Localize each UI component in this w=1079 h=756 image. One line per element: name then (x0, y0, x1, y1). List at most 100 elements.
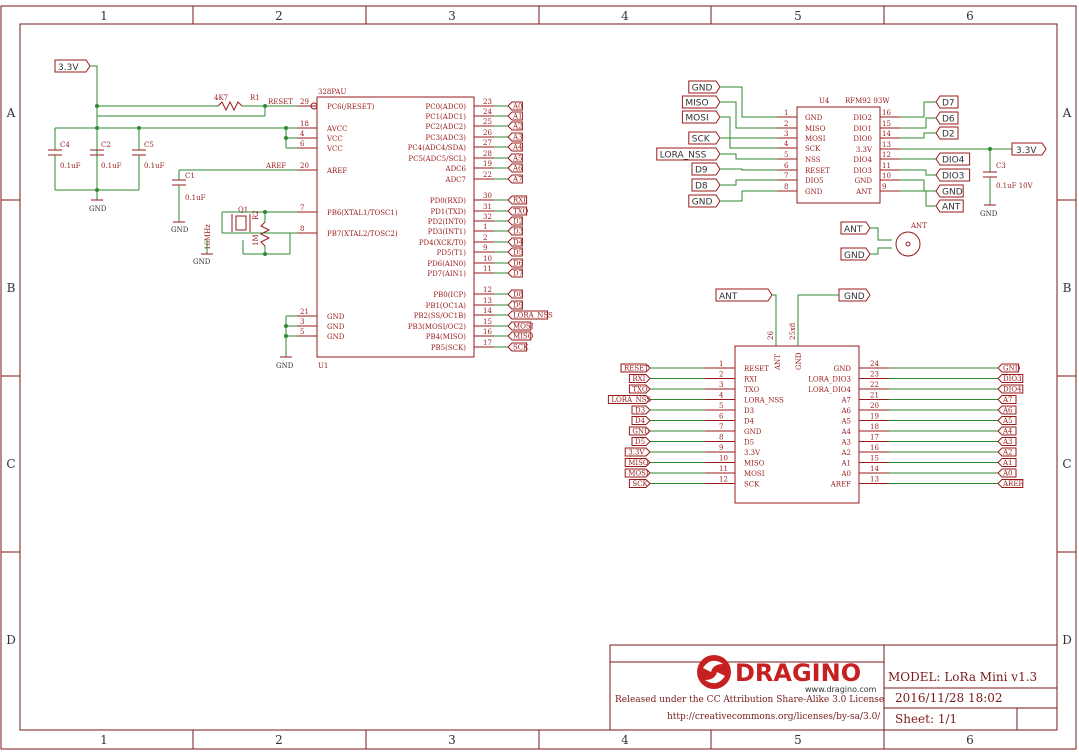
u1-net-flag-d2 (507, 216, 523, 226)
date-text: 2016/11/28 18:02 (895, 691, 1003, 705)
ant-flag-label: ANT (844, 225, 863, 235)
u1-pin-num-30: 30 (483, 192, 492, 200)
conn-net-label-dio4-22: DIO4 (1003, 386, 1022, 394)
u1-pin-num-28: 28 (483, 150, 492, 158)
u1-pin-label-10: PD6(AIN0) (427, 260, 466, 268)
u1-pin-num-9: 9 (483, 244, 487, 252)
conn-net-flag-a7-21 (997, 395, 1017, 404)
u1-pin-num-7: 7 (300, 204, 304, 212)
row-label-a-right: A (1062, 106, 1072, 120)
conn-net-label-a5-19: A5 (1002, 417, 1013, 425)
conn-net-flag-d3-5 (631, 405, 651, 415)
conn-pin-num-6: 6 (719, 413, 724, 421)
u1-pin-label-13: PB1(OC1A) (426, 302, 467, 310)
u1-net-flag-mosi (507, 321, 532, 331)
u4-net-label-d7-16: D7 (942, 99, 955, 109)
conn-net-flag-d4-6 (631, 416, 651, 425)
u4-net-label-gnd-10: GND (942, 188, 963, 198)
u1-net-label-a2: A2 (512, 123, 523, 131)
conn-net-label-d4-6: D4 (635, 417, 646, 425)
conn-pin-label-4: LORA_NSS (744, 397, 784, 405)
conn-net-flag-a0-14 (997, 468, 1017, 478)
conn-pin-num-22: 22 (870, 381, 879, 389)
conn-net-flag-a3-17 (997, 437, 1017, 446)
u4-net-flag-d6-15 (935, 111, 959, 125)
power-section: 3.3V 4K7 R1 RESET C4 0.1uF C2 0.1uF (48, 59, 297, 234)
u1-net-flag-lora-nss (507, 310, 549, 320)
conn-pin-label-21: A7 (840, 397, 851, 405)
r2-name: R2 (252, 210, 260, 220)
u1-net-label-a4: A4 (512, 144, 523, 152)
u4-net-flag-gnd-1 (688, 80, 721, 94)
dragino-logo: DRAGINO www.dragino.com (697, 655, 877, 694)
conn-net-flag-aref-13 (997, 479, 1024, 488)
conn-net-label-aref-13: AREF (1002, 480, 1023, 488)
u1-pin-label-8: PB7(XTAL2/TOSC2) (327, 230, 398, 238)
u1-right-pins: PC0(ADC0)23A0PC1(ADC1)24A1PC2(ADC2)25A2P… (408, 98, 553, 352)
q1-name: Q1 (238, 206, 248, 214)
conn-pin-label-19: A5 (840, 418, 851, 426)
u1-net-label-lora-nss: LORA_NSS (513, 312, 553, 320)
u4-pin-num-6: 6 (784, 162, 789, 170)
col-label-1: 1 (100, 9, 108, 23)
conn-net-flag-lora-nss-4 (607, 395, 651, 404)
c5-value: 0.1uF (144, 162, 165, 170)
u1-pin-label-1: PD3(INT1) (428, 228, 467, 236)
c3-name: C3 (996, 162, 1006, 170)
conn-net-flag-txo-3 (628, 384, 651, 394)
conn-net-flag-a6-20 (997, 405, 1017, 415)
u1-pin-label-5: GND (327, 333, 345, 341)
u4-net-flag-miso-2 (681, 95, 721, 109)
u1-pin-label-2: PD4(XCK/T0) (419, 239, 466, 247)
c4-value: 0.1uF (60, 162, 81, 170)
u1-pin-num-23: 23 (483, 98, 492, 106)
u1-net-flag-d6 (507, 258, 523, 268)
u1-net-flag-d7 (507, 268, 523, 278)
v33-net-label: 3.3V (58, 63, 79, 73)
c2-name: C2 (101, 141, 111, 149)
conn-net-label-a7-21: A7 (1002, 396, 1013, 404)
conn-net-flag-d5-8 (631, 437, 651, 446)
conn-pin-num-20: 20 (870, 402, 879, 410)
conn-pin-num-15: 15 (870, 455, 879, 463)
u1-pin-label-25: PC2(ADC2) (426, 123, 467, 131)
u1-left-pins: 29PC6(/RESET)18AVCC4VCC6VCC20AREF7PB6(XT… (297, 98, 398, 341)
u1-net-flag-a3 (507, 132, 523, 142)
conn-pin-num-11: 11 (719, 465, 728, 473)
conn-pin-num-4: 4 (719, 392, 724, 400)
conn-net-label-rxi-2: RXI (632, 375, 645, 383)
u1-pin-num-21: 21 (300, 308, 309, 316)
row-label-d: D (6, 633, 16, 647)
u1-net-label-a3: A3 (512, 134, 523, 142)
sheet-text: Sheet: 1/1 (895, 712, 957, 726)
conn-net-label-reset-1: RESET (624, 365, 649, 373)
r3-value: 1M (252, 234, 260, 246)
u1-net-label-d4: D4 (513, 239, 524, 247)
u1-pin-num-12: 12 (483, 286, 492, 294)
u1-pin-num-31: 31 (483, 203, 492, 211)
u4-pin-label-2: MISO (805, 125, 826, 133)
col-label-4-bottom: 4 (621, 733, 629, 747)
license-text: Released under the CC Attribution Share-… (615, 695, 884, 705)
conn-pin-num-16: 16 (870, 444, 879, 452)
conn-net-label-gnd-24: GND (1003, 365, 1021, 373)
gnd-label-c1: GND (171, 226, 189, 234)
u4-net-label-miso-2: MISO (685, 99, 708, 109)
u4-net-label-mosi-3: MOSI (685, 114, 708, 124)
u4-pin-label-5: NSS (805, 156, 821, 164)
u1-pin-label-20: AREF (326, 167, 347, 175)
u1-pin-label-18: AVCC (326, 125, 347, 133)
u1-pin-num-11: 11 (483, 265, 492, 273)
v33-net-flag (54, 59, 91, 73)
u1-net-flag-d8 (507, 289, 523, 299)
conn-net-label-a0-14: A0 (1002, 470, 1013, 478)
u4-left-pins: 1GNDGND2MISOMISO3MOSIMOSI4SCKSCK5NSSLORA… (656, 80, 830, 208)
frame-row-ticks (1, 199, 1076, 553)
u1-pin-label-29: PC6(/RESET) (327, 103, 375, 111)
conn-net-label-d3-5: D3 (635, 407, 645, 415)
aref-net-label: AREF (265, 162, 286, 170)
u1-net-label-rxi: RXI (513, 197, 526, 205)
u4-pin-num-7: 7 (784, 172, 788, 180)
u4-pin-label-11: DIO3 (853, 167, 872, 175)
u4-pin-label-15: DIO1 (853, 125, 872, 133)
